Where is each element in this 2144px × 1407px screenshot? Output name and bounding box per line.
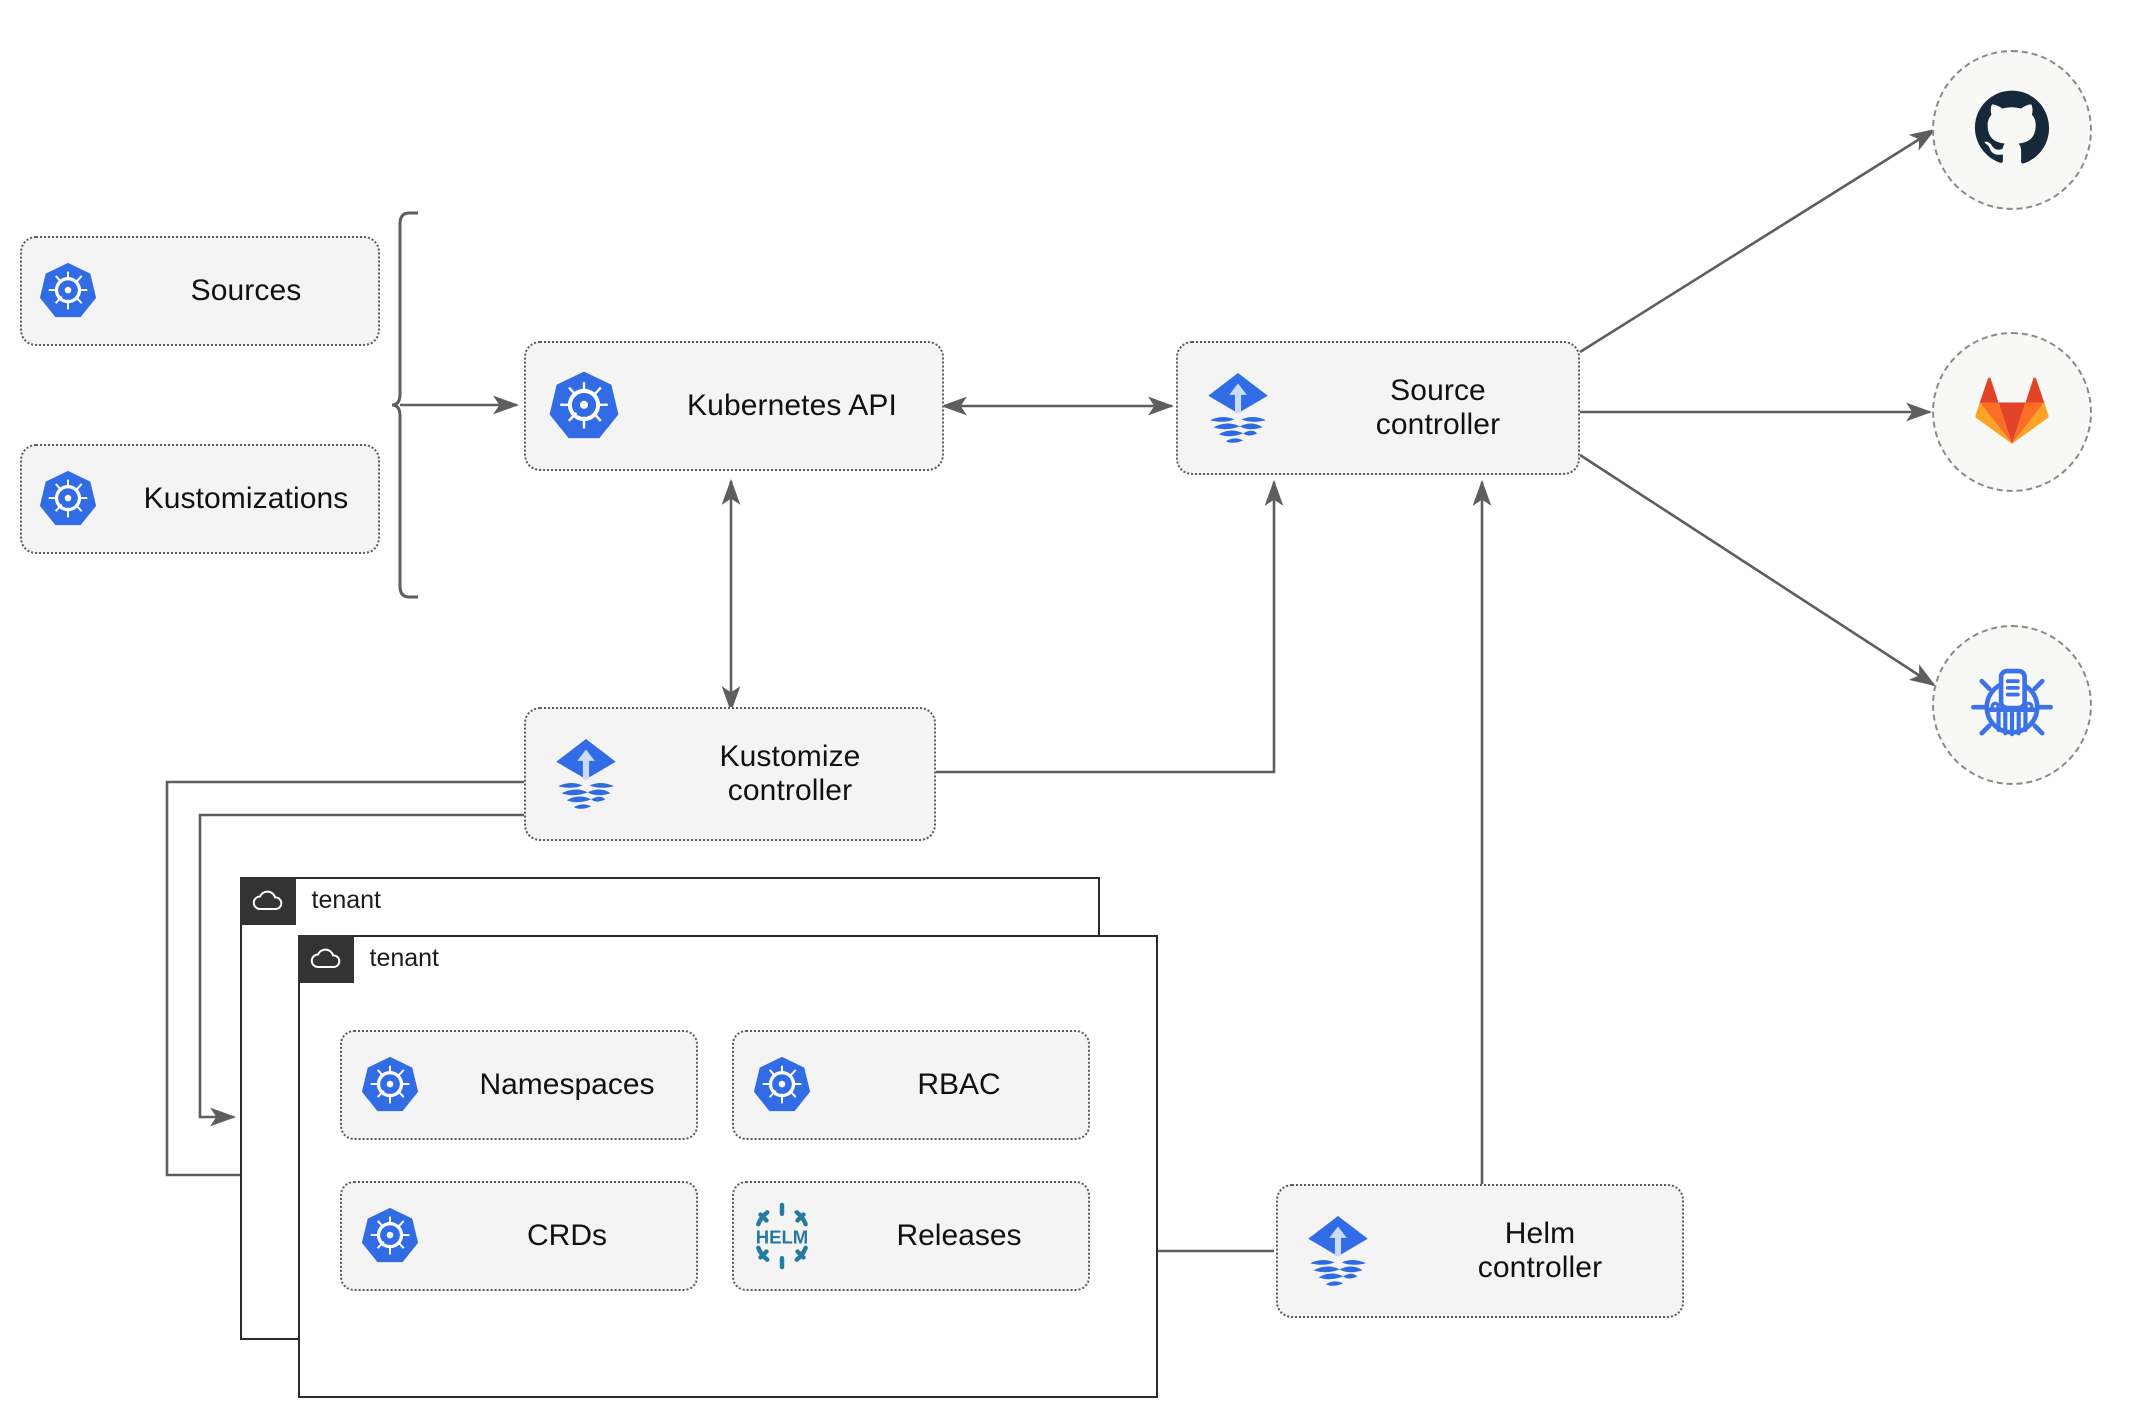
flux-icon [1278, 1209, 1398, 1293]
repo-helm-chart-repository[interactable] [1932, 625, 2092, 785]
kubernetes-icon [342, 1054, 438, 1116]
kubernetes-icon [526, 368, 642, 444]
resource-card-kustomizations[interactable]: Kustomizations [20, 444, 380, 554]
github-icon [1973, 89, 2051, 172]
tenant-resource-label: RBAC [917, 1068, 1001, 1101]
tenant-titlebar: tenant [297, 934, 440, 983]
node-label: Kubernetes API [687, 388, 897, 422]
kubernetes-icon [22, 468, 114, 530]
helm-chart-repo-icon [1970, 661, 2054, 750]
tenant-card-front[interactable]: tenant Na [297, 934, 1158, 1398]
tenant-label: tenant [311, 886, 382, 914]
cloud-icon [297, 934, 354, 983]
resource-label: Sources [190, 273, 302, 307]
repo-github[interactable] [1932, 50, 2092, 210]
flux-icon [526, 732, 646, 816]
node-kustomize-controller[interactable]: Kustomize controller [524, 707, 936, 841]
tenant-resource-label: Namespaces [479, 1068, 655, 1101]
node-label: Helm controller [1477, 1216, 1603, 1285]
tenant-label: tenant [369, 944, 440, 972]
tenant-resource-label: CRDs [527, 1219, 607, 1252]
tenant-titlebar: tenant [239, 876, 382, 925]
flux-icon [1178, 366, 1298, 450]
kubernetes-icon [342, 1205, 438, 1267]
tenant-resource-label: Releases [896, 1219, 1022, 1252]
tenant-resource-rbac[interactable]: RBAC [732, 1030, 1090, 1140]
node-source-controller[interactable]: Source controller [1176, 341, 1580, 475]
tenant-resource-crds[interactable]: CRDs [340, 1181, 698, 1291]
gitlab-icon [1974, 374, 2050, 451]
node-kubernetes-api[interactable]: Kubernetes API [524, 341, 944, 471]
repo-gitlab[interactable] [1932, 332, 2092, 492]
node-helm-controller[interactable]: Helm controller [1276, 1184, 1684, 1318]
resource-card-sources[interactable]: Sources [20, 236, 380, 346]
tenant-resource-releases[interactable]: HELM Releases [732, 1181, 1090, 1291]
kubernetes-icon [22, 260, 114, 322]
kubernetes-icon [734, 1054, 830, 1116]
node-label: Kustomize controller [719, 739, 861, 808]
node-label: Source controller [1375, 373, 1501, 442]
resource-label: Kustomizations [143, 481, 349, 515]
tenant-resource-namespaces[interactable]: Namespaces [340, 1030, 698, 1140]
svg-text:HELM: HELM [756, 1226, 808, 1247]
helm-icon: HELM [734, 1199, 830, 1273]
cloud-icon [239, 876, 296, 925]
